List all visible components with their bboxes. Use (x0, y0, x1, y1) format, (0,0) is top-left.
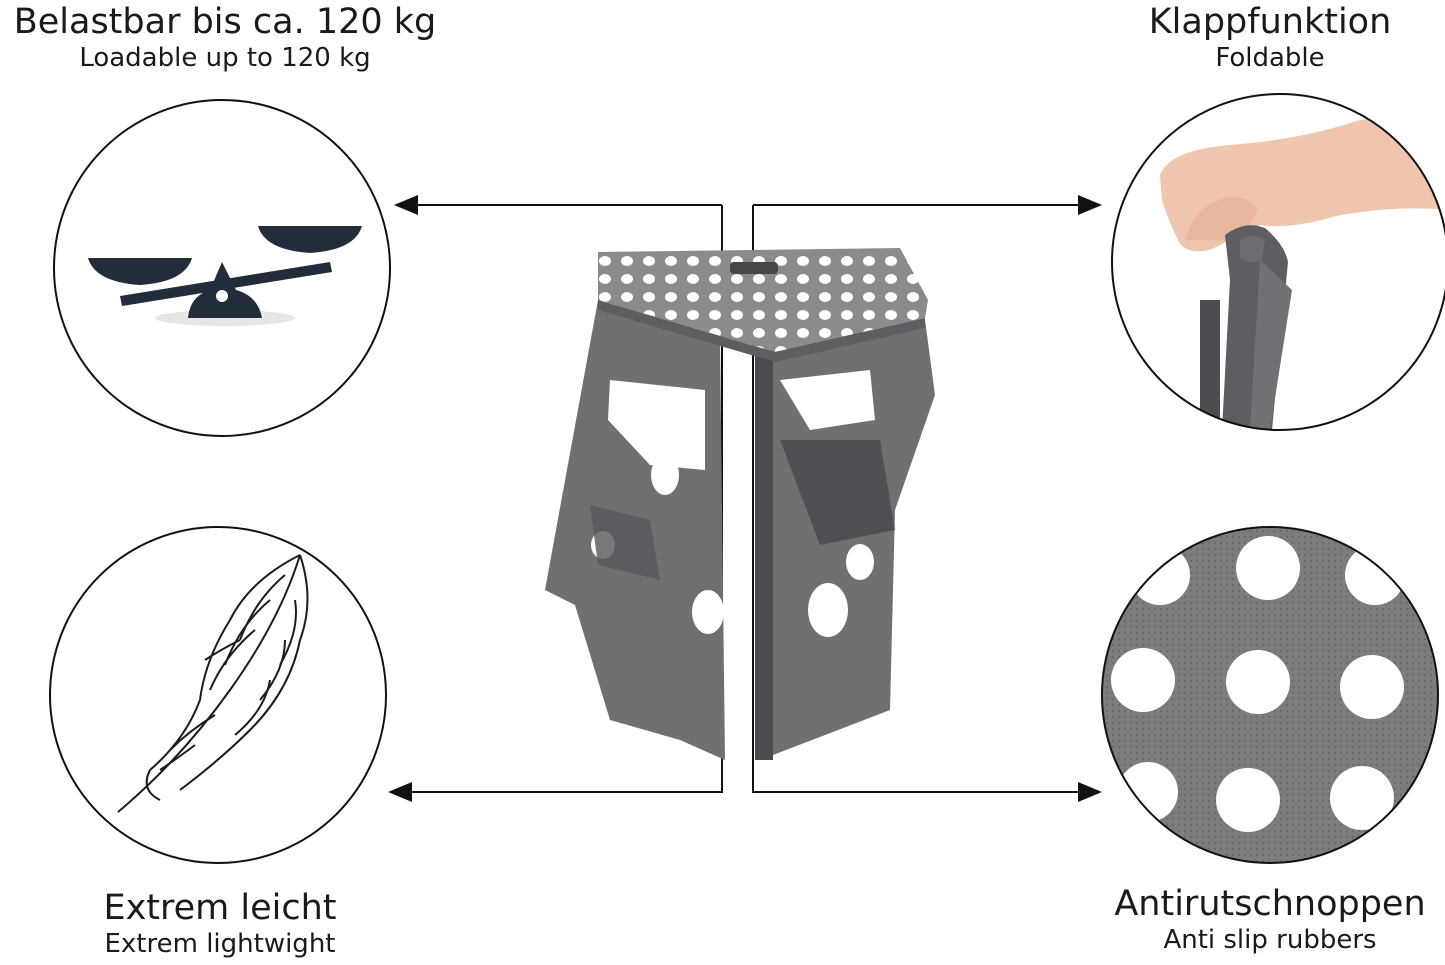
feature-subtitle: Loadable up to 120 kg (79, 43, 371, 73)
feature-top-left: Belastbar bis ca. 120 kg Loadable up to … (0, 2, 450, 74)
hand-folding-stool-photo (1112, 94, 1445, 430)
circle-top-right (1111, 93, 1445, 431)
feature-title: Antirutschnoppen (1114, 884, 1426, 924)
feature-title: Extrem leicht (103, 888, 337, 928)
feature-top-right: Klappfunktion Foldable (1110, 2, 1430, 74)
feature-subtitle: Anti slip rubbers (1163, 925, 1377, 955)
feature-bottom-left: Extrem leicht Extrem lightwight (70, 888, 370, 960)
feature-title: Klappfunktion (1148, 2, 1392, 42)
circle-bottom-right (1101, 526, 1439, 864)
feather-icon (117, 554, 309, 813)
feature-title: Belastbar bis ca. 120 kg (13, 2, 437, 42)
connector-lines (388, 195, 1102, 802)
feature-subtitle: Foldable (1215, 43, 1325, 73)
folding-stool (545, 248, 935, 760)
balance-scale-icon (88, 226, 362, 326)
anti-slip-dots-closeup (1102, 527, 1438, 863)
feature-bottom-right: Antirutschnoppen Anti slip rubbers (1095, 884, 1445, 956)
feature-subtitle: Extrem lightwight (104, 929, 336, 959)
circle-bottom-left (49, 526, 387, 864)
